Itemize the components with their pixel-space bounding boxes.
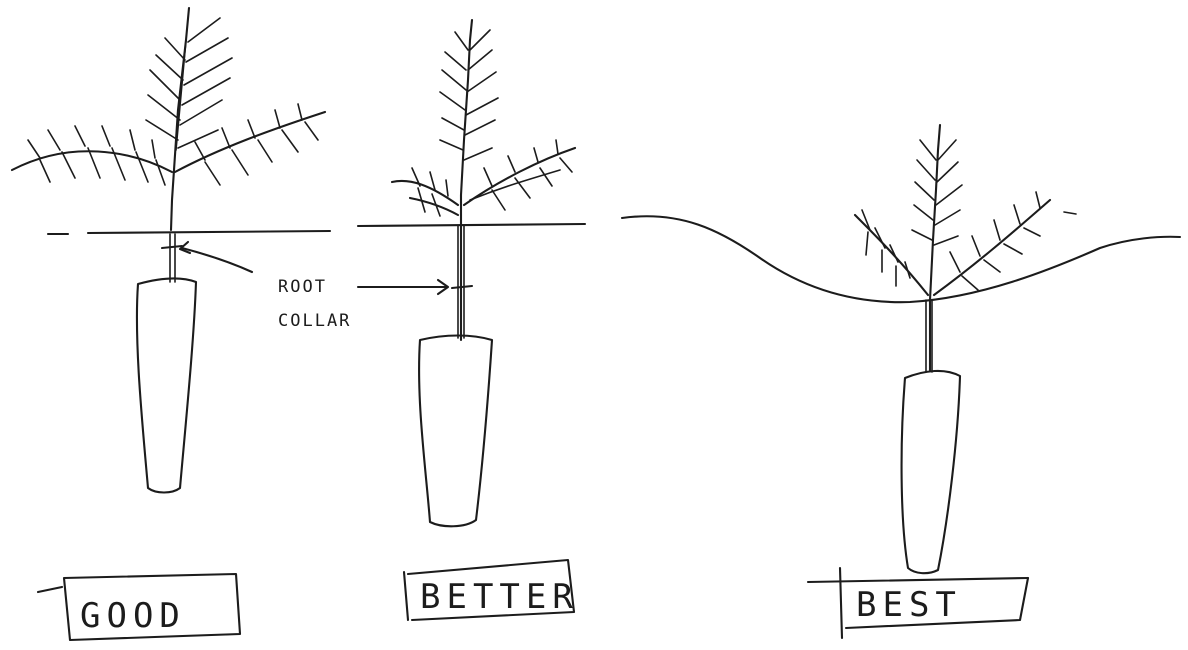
label-box-better: BETTER [404, 560, 579, 620]
label-good: GOOD [80, 596, 186, 636]
tree-top-better [392, 20, 575, 340]
label-box-good: GOOD [38, 574, 240, 640]
ground-contour-best [622, 216, 1180, 302]
label-box-best: BEST [808, 568, 1028, 638]
tree-top-good [12, 8, 325, 230]
root-collar-annotation: ROOT COLLAR [180, 242, 448, 331]
label-best: BEST [856, 585, 962, 625]
root-plug-best [902, 371, 960, 573]
tree-top-best [855, 125, 1076, 370]
root-plug-good [137, 278, 196, 492]
root-plug-better [419, 336, 492, 527]
seedling-best: BEST [622, 125, 1180, 638]
ground-line-better [358, 224, 585, 226]
label-better: BETTER [420, 577, 579, 617]
ground-line-good [48, 231, 330, 234]
root-collar-mark-good [162, 234, 182, 282]
annotation-line1: ROOT [278, 277, 327, 297]
annotation-line2: COLLAR [278, 311, 351, 331]
seedling-better: BETTER [358, 20, 585, 620]
